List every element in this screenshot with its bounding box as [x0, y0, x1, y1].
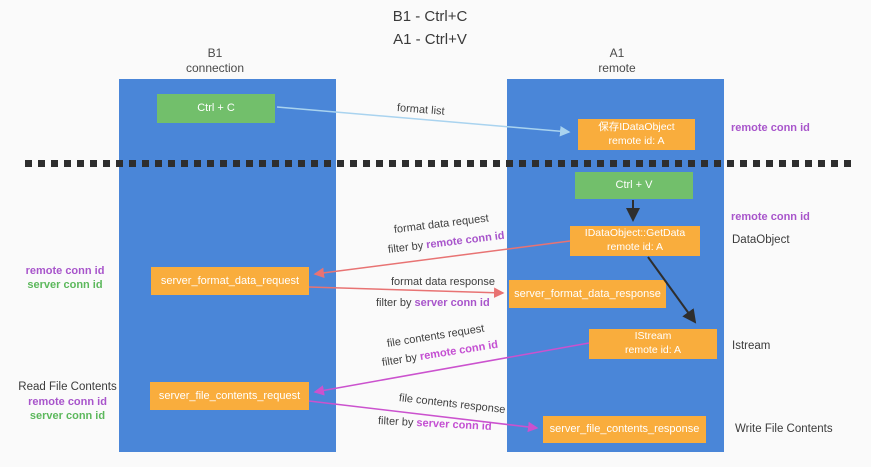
- dataobject-annotation: DataObject: [732, 234, 790, 246]
- lane-b1-name: B1: [207, 46, 223, 60]
- server-file-contents-response-box: server_file_contents_response: [543, 416, 706, 443]
- server-conn-id-annotation-bottom: server conn id: [29, 410, 106, 423]
- remote-conn-id-annotation-top: remote conn id: [731, 122, 810, 134]
- filter-by-text: filter by: [376, 297, 415, 309]
- istream-label: IStream: [634, 330, 672, 343]
- ctrl-v-box: Ctrl + V: [575, 172, 693, 199]
- istream-box: IStream remote id: A: [589, 329, 717, 359]
- format-data-response-filter-label: filter by server conn id: [376, 297, 490, 309]
- lane-b1-subtitle: connection: [185, 61, 245, 75]
- format-data-response-arrow-label: format data response: [391, 276, 495, 288]
- save-idataobject-label: 保存IDataObject: [598, 120, 675, 133]
- file-contents-response-filter-label: filter by server conn id: [378, 415, 492, 433]
- file-contents-response-arrow-label: file contents response: [398, 392, 507, 417]
- remote-conn-id-annotation-mid: remote conn id: [731, 211, 810, 223]
- filter-by-text: filter by: [381, 351, 421, 369]
- filter-by-text: filter by: [377, 415, 417, 430]
- ctrl-c-label: Ctrl + C: [197, 102, 235, 115]
- getdata-label: IDataObject::GetData: [584, 227, 686, 240]
- server-format-data-response-box: server_format_data_response: [509, 280, 666, 308]
- server-file-contents-response-label: server_file_contents_response: [549, 423, 700, 436]
- idataobject-getdata-box: IDataObject::GetData remote id: A: [570, 226, 700, 256]
- write-file-contents-annotation: Write File Contents: [735, 423, 833, 435]
- getdata-remote-id: remote id: A: [606, 241, 664, 253]
- read-file-contents-annotation: Read File Contents: [18, 381, 117, 393]
- ctrl-c-box: Ctrl + C: [157, 94, 275, 123]
- server-conn-id-text: server conn id: [416, 417, 492, 433]
- server-file-contents-request-label: server_file_contents_request: [158, 389, 301, 402]
- server-format-data-request-box: server_format_data_request: [151, 267, 309, 295]
- server-format-data-response-label: server_format_data_response: [514, 287, 661, 300]
- filter-by-text: filter by: [387, 239, 427, 256]
- remote-conn-id-annotation-left: remote conn id: [25, 265, 105, 277]
- server-conn-id-text: server conn id: [414, 297, 490, 309]
- remote-conn-id-text: remote conn id: [425, 229, 506, 252]
- lane-header-a1: A1 remote: [512, 46, 722, 76]
- title-line-2: A1 - Ctrl+V: [393, 30, 467, 48]
- lane-a1-name: A1: [609, 46, 625, 60]
- left-conn-id-annotation-group: remote conn id server conn id: [15, 264, 115, 293]
- server-conn-id-annotation-left: server conn id: [27, 279, 103, 292]
- remote-conn-id-annotation-bottom: remote conn id: [28, 395, 107, 408]
- server-format-data-request-label: server_format_data_request: [160, 274, 300, 287]
- save-idataobject-remote-id: remote id: A: [608, 134, 665, 147]
- istream-annotation: Istream: [732, 340, 771, 352]
- diagram-title: B1 - Ctrl+C A1 - Ctrl+V: [300, 6, 560, 51]
- server-file-contents-request-box: server_file_contents_request: [150, 382, 309, 410]
- lane-a1-subtitle: remote: [598, 61, 636, 75]
- istream-remote-id: remote id: A: [624, 344, 682, 356]
- ctrl-v-label: Ctrl + V: [615, 179, 653, 192]
- read-file-contents-annotation-group: Read File Contents remote conn id server…: [10, 380, 125, 424]
- title-line-1: B1 - Ctrl+C: [392, 8, 468, 25]
- format-list-arrow-label: format list: [396, 102, 446, 118]
- save-idataobject-box: 保存IDataObject remote id: A: [578, 119, 695, 150]
- lane-header-b1: B1 connection: [110, 46, 320, 76]
- phase-divider-dashed-line: [25, 160, 851, 167]
